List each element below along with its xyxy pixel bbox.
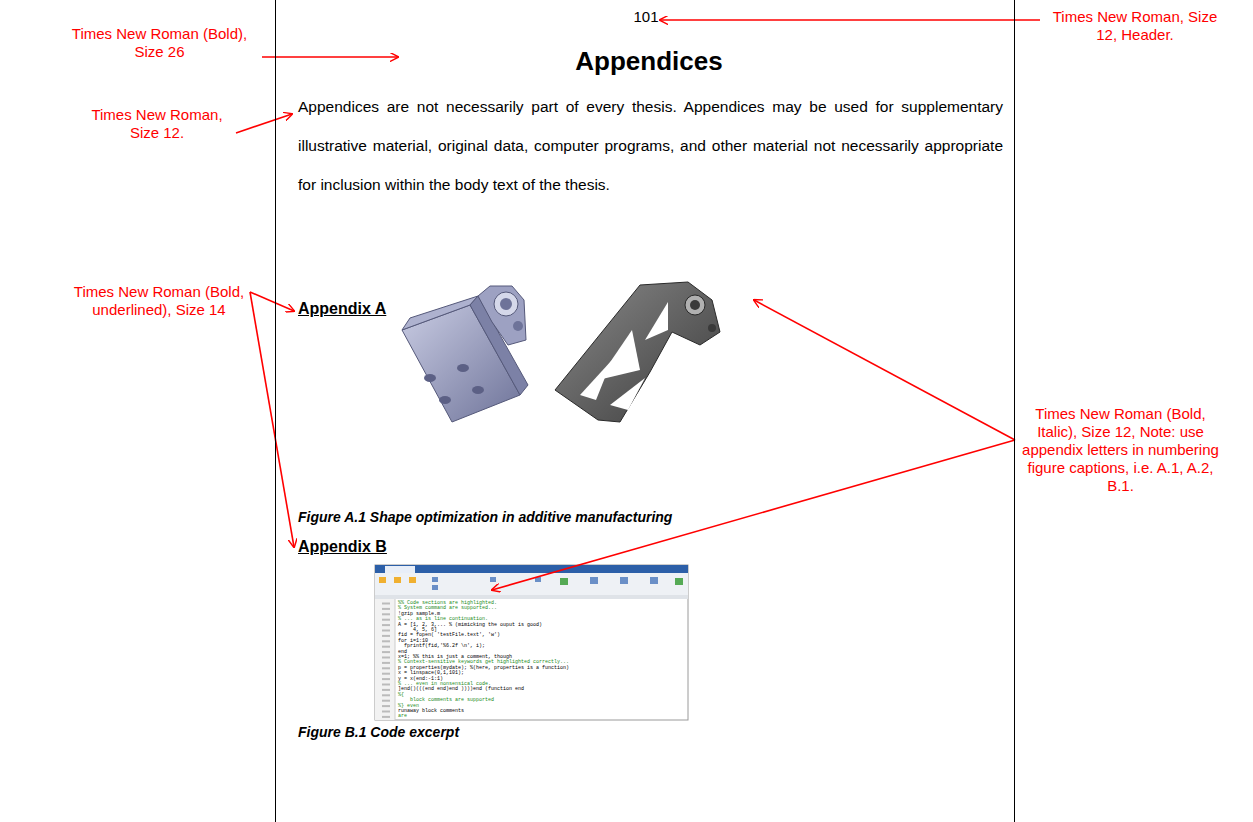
leader-arrows [236, 20, 1040, 590]
figure-caption: Figure A.1 Shape optimization in additiv… [298, 508, 672, 526]
code-line: ]end()(((end end)end ))))end (function e… [398, 687, 524, 692]
leader-arrow [262, 56, 398, 58]
appendix-heading: Appendix A [298, 299, 386, 319]
optimized-bracket [555, 282, 720, 422]
body-paragraph: Appendices are not necessarily part of e… [298, 87, 1003, 204]
figure-caption: Figure B.1 Code excerpt [298, 723, 459, 741]
solid-bracket [402, 286, 528, 422]
leader-arrow [660, 19, 1040, 21]
thesis-page: 101AppendicesAppendices are not necessar… [275, 0, 1015, 822]
page-number: 101 [276, 7, 1016, 26]
format-annotation: Times New Roman (Bold, Italic), Size 12,… [1018, 405, 1223, 495]
code-line: are [398, 714, 407, 719]
code-line: fprintf(fid,'%6.2f \n', i); [398, 644, 485, 649]
format-annotation: Times New Roman (Bold, underlined), Size… [70, 283, 248, 319]
format-annotation: Times New Roman, Size 12. [82, 106, 232, 142]
leader-arrow [754, 300, 1015, 440]
leader-arrow [250, 292, 294, 547]
leader-arrow [250, 292, 294, 311]
format-annotation: Times New Roman, Size 12, Header. [1050, 8, 1220, 44]
leader-arrow [236, 114, 292, 133]
code-line: runaway block comments [398, 709, 464, 714]
page-heading: Appendices [276, 45, 1022, 78]
code-screenshot [375, 565, 688, 720]
format-annotation: Times New Roman (Bold), Size 26 [62, 25, 257, 61]
page-ground [275, 0, 1015, 822]
appendix-heading: Appendix B [298, 537, 387, 557]
